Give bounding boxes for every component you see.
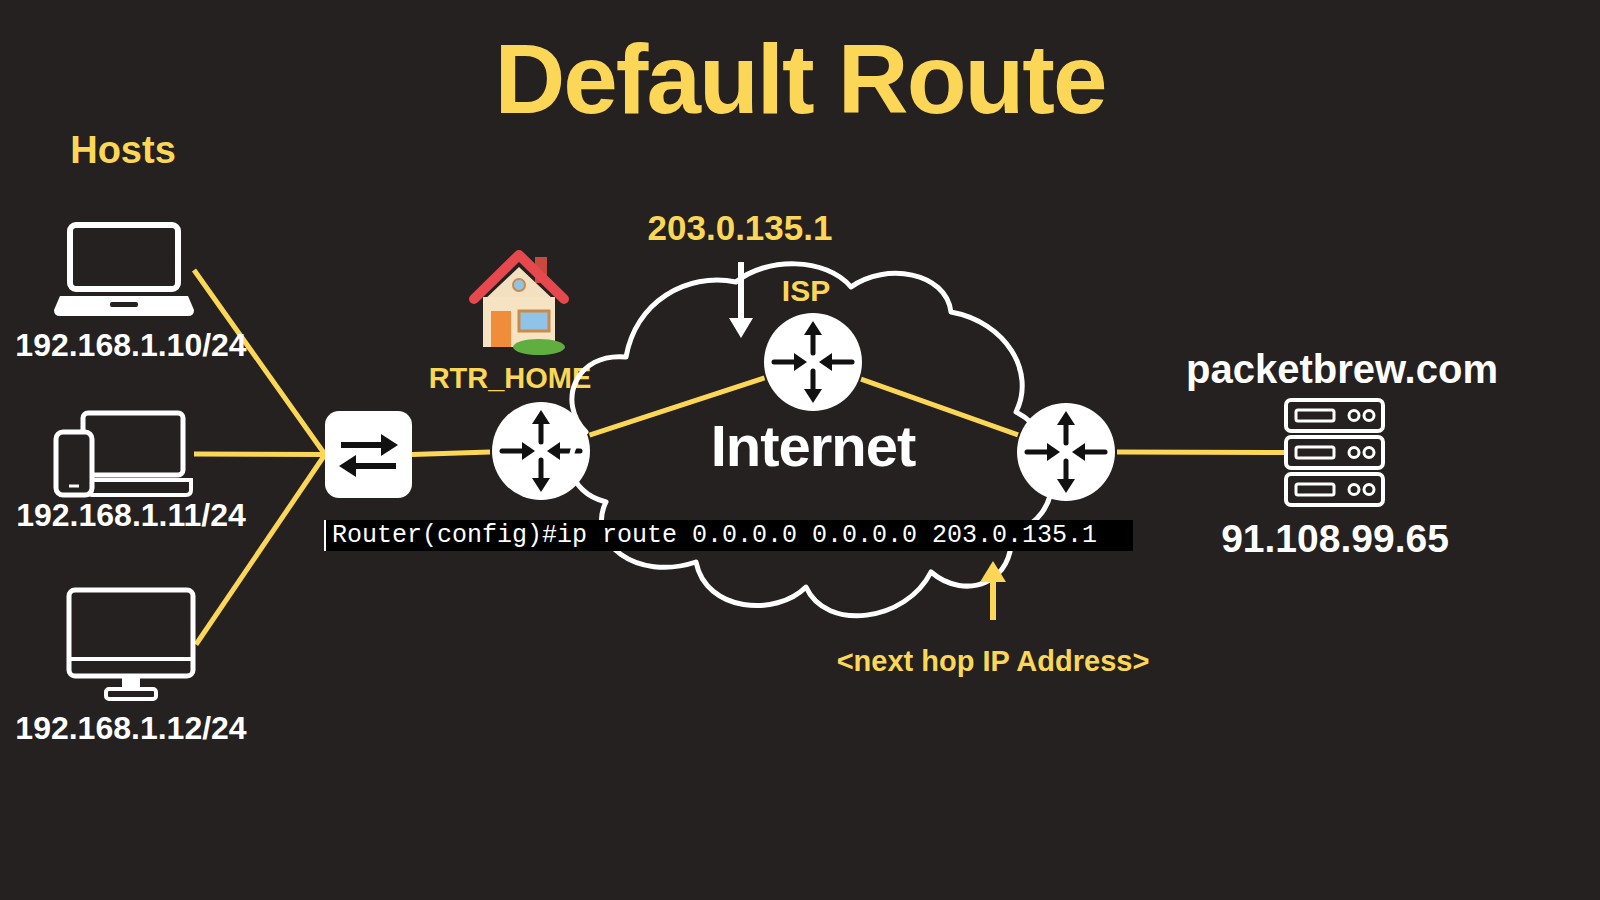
network-link <box>194 452 325 458</box>
cloud-node: ISPInternet <box>566 262 1061 632</box>
switch-body <box>325 411 412 498</box>
house-window <box>519 311 549 331</box>
router-label: RTR_HOME <box>429 364 592 393</box>
router-arrow-head <box>532 478 550 492</box>
router-arrow-head <box>1072 443 1085 461</box>
server-led <box>1364 411 1374 421</box>
laptop-icon <box>54 222 194 318</box>
server-node: packetbrew.com91.108.99.65 <box>1284 398 1385 507</box>
server-unit <box>1286 437 1383 468</box>
router-label: ISP <box>782 276 830 306</box>
router-icon <box>762 311 864 413</box>
server-unit <box>1286 474 1383 505</box>
router-arrow-head <box>522 442 535 460</box>
server-slot <box>1296 410 1334 421</box>
house-roof <box>474 255 564 299</box>
server-icon <box>1284 398 1385 507</box>
router-body <box>1017 403 1115 501</box>
laptop-slot <box>110 302 138 307</box>
router-icon <box>1015 401 1117 503</box>
pointer-arrow-shaft <box>738 262 744 322</box>
router-arrow-shaft <box>558 449 580 454</box>
server-led <box>1349 448 1359 458</box>
house-bush <box>513 339 565 355</box>
router-arrow-shaft <box>774 360 796 365</box>
laptop-screen <box>83 413 183 475</box>
router-arrow-head <box>547 442 560 460</box>
router-arrow-head <box>1047 443 1060 461</box>
ip-address-label: 203.0.135.1 <box>648 210 833 245</box>
group-heading: Hosts <box>70 131 176 169</box>
laptop-screen <box>70 225 178 289</box>
router-arrow-head <box>532 410 550 424</box>
router-arrow-head <box>819 353 832 371</box>
monitor-node: 192.168.1.12/24 <box>66 587 196 702</box>
server-unit <box>1286 400 1383 431</box>
server-slot <box>1296 447 1334 458</box>
monitor-icon <box>66 587 196 702</box>
monitor-foot <box>106 689 156 699</box>
monitor-screen <box>69 590 193 676</box>
router-arrow-shaft <box>1027 450 1049 455</box>
cli-command: Router(config)#ip route 0.0.0.0 0.0.0.0 … <box>324 520 1133 551</box>
phone-button <box>69 485 79 488</box>
router-arrow-head <box>804 321 822 335</box>
switch-arrow-head <box>381 434 398 456</box>
laptop-node: 192.168.1.10/24 <box>54 222 194 318</box>
server-led <box>1349 411 1359 421</box>
house-door <box>491 311 511 347</box>
laptop-label: 192.168.1.10/24 <box>15 329 246 361</box>
phone-body <box>56 432 92 495</box>
server-led <box>1364 485 1374 495</box>
cloud-outline <box>571 264 1053 616</box>
tablet-node: 192.168.1.11/24 <box>53 410 194 498</box>
cloud-label: Internet <box>711 417 916 475</box>
router-arrow-head <box>794 353 807 371</box>
annotation-label: <next hop IP Address> <box>837 647 1150 676</box>
server-led <box>1364 448 1374 458</box>
switch-icon <box>325 411 412 498</box>
router-arrow-shaft <box>830 360 852 365</box>
switch-arrow-head <box>339 455 356 477</box>
router-arrow-head <box>1057 479 1075 493</box>
network-link <box>1117 450 1284 455</box>
network-link <box>194 270 325 455</box>
server-label: packetbrew.com <box>1186 349 1498 389</box>
house-round-window <box>513 279 525 291</box>
monitor-chin <box>69 657 193 661</box>
router-body <box>764 313 862 411</box>
monitor-label: 192.168.1.12/24 <box>15 712 246 744</box>
network-link <box>412 452 490 454</box>
pointer-arrow-head <box>980 561 1006 582</box>
router-arrow-shaft <box>1083 450 1105 455</box>
diagram-title: Default Route <box>495 30 1106 128</box>
tablet-label: 192.168.1.11/24 <box>16 499 246 531</box>
router-arrow-shaft <box>502 449 524 454</box>
pointer-arrow-shaft <box>990 578 996 620</box>
laptop-base <box>54 296 194 316</box>
network-link <box>196 455 325 645</box>
laptop-base <box>87 480 191 495</box>
house-illustration <box>474 255 565 355</box>
pointer-arrow-head <box>729 318 753 338</box>
switch-node <box>325 411 412 498</box>
switch-arrow-shaft <box>352 463 396 469</box>
router-arrow-head <box>1057 411 1075 425</box>
router-arrow-head <box>804 389 822 403</box>
server-slot <box>1296 484 1334 495</box>
server-label: 91.108.99.65 <box>1221 519 1449 558</box>
router-node: ISP <box>762 311 864 413</box>
router-node <box>1015 401 1117 503</box>
server-led <box>1349 485 1359 495</box>
switch-arrow-shaft <box>341 442 385 448</box>
tablet-icon <box>53 410 194 498</box>
